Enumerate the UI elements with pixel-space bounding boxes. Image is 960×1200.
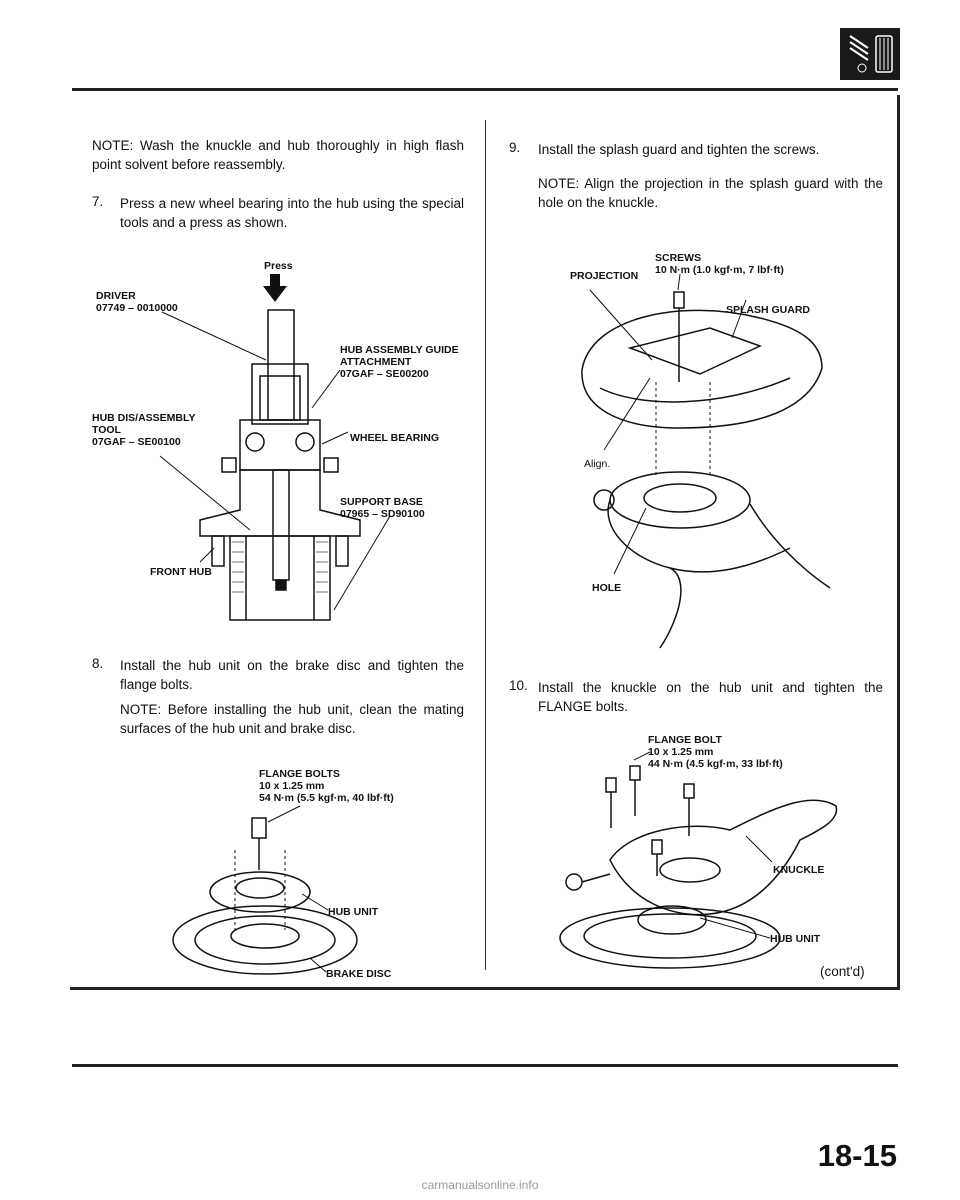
label-flange-bolts: FLANGE BOLTS (259, 768, 340, 780)
label-press: Press (264, 260, 293, 272)
label-guide-pn: 07GAF – SE00200 (340, 368, 429, 380)
label-align: Align. (584, 458, 611, 470)
hub-disc-drawing (172, 805, 358, 975)
note-step-8: NOTE: Before installing the hub unit, cl… (120, 702, 464, 736)
step-7-number: 7. (92, 194, 104, 209)
label-driver-pn: 07749 – 0010000 (96, 302, 178, 314)
label-splash-guard: SPLASH GUARD (726, 304, 811, 316)
step-9-number: 9. (509, 140, 521, 155)
content-frame (70, 95, 900, 990)
knuckle-hub-drawing (559, 751, 838, 969)
label-flange-bolt: FLANGE BOLT (648, 734, 722, 746)
step-7-text: Press a new wheel bearing into the hub u… (120, 196, 464, 230)
label-front-hub: FRONT HUB (150, 566, 212, 578)
label-driver: DRIVER (96, 290, 136, 302)
label-guide: HUB ASSEMBLY GUIDE (340, 344, 459, 356)
note-step-9: NOTE: Align the projection in the splash… (538, 176, 883, 210)
label-hole: HOLE (592, 582, 622, 594)
step-10-text: Install the knuckle on the hub unit and … (538, 680, 883, 714)
label-flange-bolts-size: 10 x 1.25 mm (259, 780, 325, 792)
suspension-icon (840, 28, 900, 80)
label-knuckle: KNUCKLE (773, 864, 825, 876)
column-divider (485, 120, 486, 970)
step-10-number: 10. (509, 678, 528, 693)
page-number: 18-15 (817, 1138, 897, 1173)
step-8-text: Install the hub unit on the brake disc a… (120, 658, 464, 692)
press-arrow-icon (263, 274, 287, 302)
label-bearing: WHEEL BEARING (350, 432, 440, 444)
label-hub-unit: HUB UNIT (328, 906, 379, 918)
label-support-base-pn: 07965 – SD90100 (340, 508, 425, 520)
note-wash: NOTE: Wash the knuckle and hub thoroughl… (92, 138, 464, 172)
label-flange-bolt-torque: 44 N·m (4.5 kgf·m, 33 lbf·ft) (648, 758, 783, 770)
label-flange-bolt-size: 10 x 1.25 mm (648, 746, 714, 758)
label-support-base: SUPPORT BASE (340, 496, 423, 508)
label-screws-torque: 10 N·m (1.0 kgf·m, 7 lbf·ft) (655, 264, 784, 276)
label-hub-unit-2: HUB UNIT (770, 933, 821, 945)
label-tool-2: TOOL (92, 424, 121, 436)
step-8-number: 8. (92, 656, 104, 671)
step-9-text: Install the splash guard and tighten the… (538, 142, 820, 157)
watermark: carmanualsonline.info (421, 1178, 539, 1192)
label-tool: HUB DIS/ASSEMBLY (92, 412, 196, 424)
label-projection: PROJECTION (570, 270, 639, 282)
footer-rule (72, 1064, 898, 1067)
label-flange-bolts-torque: 54 N·m (5.5 kgf·m, 40 lbf·ft) (259, 792, 394, 804)
continued-label: (cont'd) (820, 964, 865, 979)
label-tool-pn: 07GAF – SE00100 (92, 436, 181, 448)
label-guide-2: ATTACHMENT (340, 356, 412, 368)
label-brake-disc: BRAKE DISC (326, 968, 392, 980)
splash-guard-drawing (581, 273, 831, 649)
header-rule (72, 88, 898, 91)
label-screws: SCREWS (655, 252, 702, 264)
press-drawing (159, 309, 391, 621)
